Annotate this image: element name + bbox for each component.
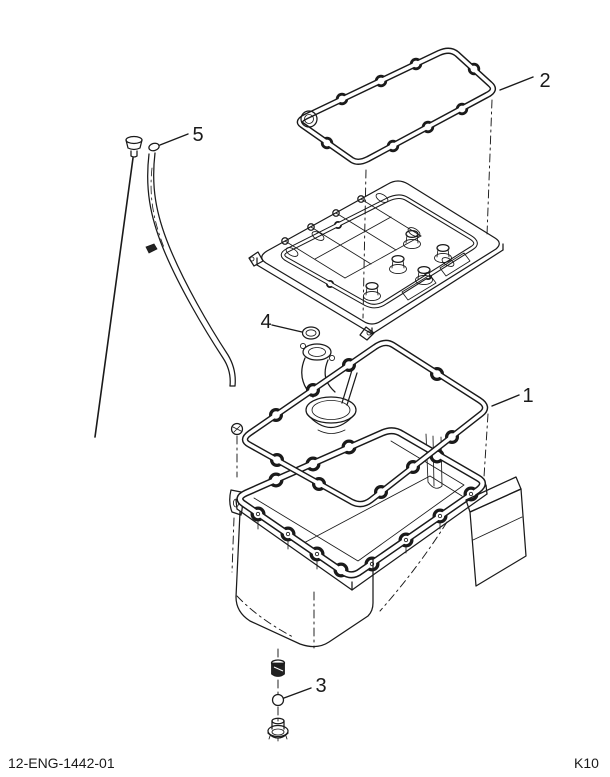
footer-drawing-number: 12-ENG-1442-01	[8, 755, 115, 771]
part-oil-pan-gasket	[241, 339, 489, 508]
callout-1: 1	[522, 385, 533, 407]
leader-1	[491, 394, 520, 407]
leader-3	[283, 687, 312, 699]
callout-4: 4	[260, 311, 271, 333]
dipstick-tube-seal	[148, 142, 160, 152]
part-baffle-plate	[248, 180, 504, 341]
drain-plug	[267, 717, 289, 742]
leader-5	[159, 133, 189, 146]
footer-page-code: K10	[574, 755, 599, 771]
tube-bracket-bolt	[230, 422, 244, 436]
tube-clip	[145, 243, 158, 254]
callout-3: 3	[315, 675, 326, 697]
projection-lines	[362, 99, 493, 478]
drain-grommet	[270, 659, 286, 677]
leader-2	[499, 76, 534, 91]
callouts: 1 2 3 4 5	[159, 70, 551, 699]
leader-4	[271, 324, 303, 333]
part-dipstick-tube	[145, 142, 244, 573]
standoff	[388, 254, 408, 275]
callout-5: 5	[192, 124, 203, 146]
part-dipstick	[94, 135, 143, 438]
part-oil-pan	[235, 427, 527, 649]
gasket-end-ring	[300, 110, 318, 128]
part-drain-plug-assembly	[267, 648, 289, 742]
pickup-strainer	[305, 396, 357, 424]
callout-2: 2	[539, 70, 550, 92]
part-upper-gasket	[296, 47, 497, 165]
part-oring	[301, 326, 321, 340]
drain-washer	[271, 693, 285, 707]
